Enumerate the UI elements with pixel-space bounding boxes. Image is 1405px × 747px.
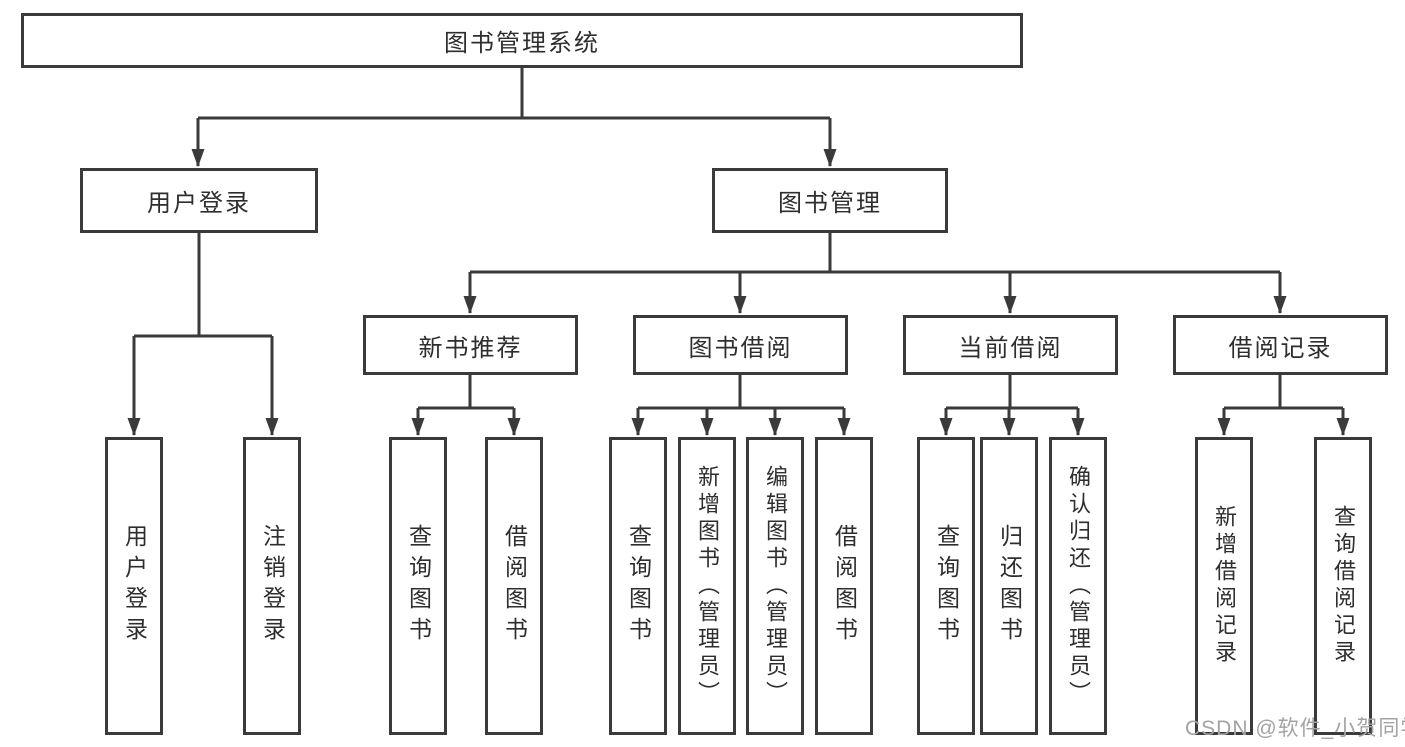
node-current-borrowing: 当前借阅 [903, 315, 1118, 375]
csdn-watermark: CSDN @软件_小贺同学 [1185, 717, 1405, 740]
node-user-login-group: 用户登录 [80, 168, 318, 233]
node-edit-book-admin: 编辑图书（管理员） [746, 437, 804, 735]
node-query-books-2: 查询图书 [609, 437, 667, 735]
node-new-book-recommendation: 新书推荐 [363, 315, 578, 375]
node-add-book-admin: 新增图书（管理员） [678, 437, 736, 735]
node-query-books-1: 查询图书 [389, 437, 447, 735]
node-query-books-3: 查询图书 [917, 437, 975, 735]
node-confirm-return-admin: 确认归还（管理员） [1049, 437, 1107, 735]
node-borrowing-records: 借阅记录 [1173, 315, 1388, 375]
node-user-login: 用户登录 [105, 437, 163, 735]
node-query-borrowing-record: 查询借阅记录 [1314, 437, 1372, 735]
node-return-books: 归还图书 [980, 437, 1038, 735]
node-borrow-books-1: 借阅图书 [485, 437, 543, 735]
node-library-management-system: 图书管理系统 [21, 13, 1023, 68]
node-book-management: 图书管理 [712, 168, 948, 233]
node-add-borrowing-record: 新增借阅记录 [1195, 437, 1253, 735]
node-book-borrowing: 图书借阅 [633, 315, 848, 375]
node-borrow-books-2: 借阅图书 [815, 437, 873, 735]
node-logout: 注销登录 [243, 437, 301, 735]
